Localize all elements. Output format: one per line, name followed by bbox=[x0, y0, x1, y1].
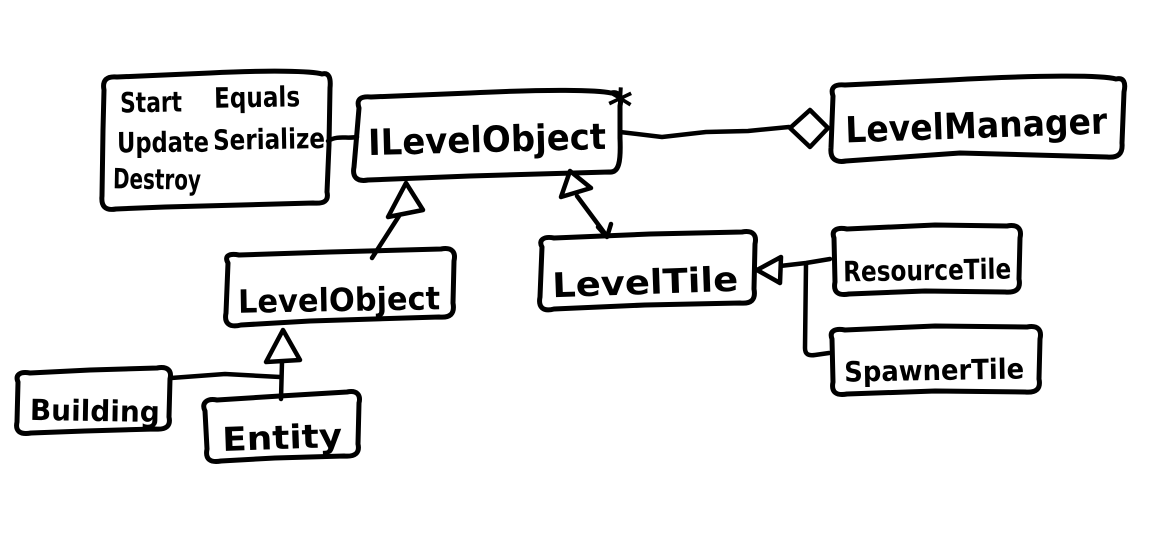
node-entity: Entity bbox=[201, 389, 362, 464]
node-levelobject: LevelObject bbox=[223, 246, 457, 329]
leveltile-box-outline bbox=[537, 229, 758, 313]
leveltile-label: LevelTile bbox=[552, 260, 739, 306]
method-label-update: Update bbox=[117, 126, 209, 160]
method-label-destroy: Destroy bbox=[113, 162, 202, 197]
building-label: Building bbox=[30, 393, 161, 429]
resourcetile-box-outline bbox=[830, 222, 1023, 297]
multiplicity-star: * bbox=[606, 78, 634, 135]
node-resourcetile: ResourceTile bbox=[830, 222, 1023, 297]
aggregation-line bbox=[617, 124, 792, 140]
node-leveltile: LevelTile bbox=[537, 229, 758, 313]
leveltile-inherit-triangle bbox=[754, 254, 784, 286]
levelobject-label: LevelObject bbox=[238, 279, 441, 321]
ilevelobject-box-outline bbox=[351, 87, 624, 183]
entity-label: Entity bbox=[222, 416, 343, 459]
node-building: Building bbox=[14, 365, 173, 436]
method-label-serialize: Serialize bbox=[213, 122, 326, 157]
node-interface-method-note: Start Equals Update Serialize Destroy bbox=[99, 68, 333, 212]
note-link-line bbox=[325, 134, 360, 144]
method-label-start: Start bbox=[120, 85, 183, 119]
node-levelmanager: LevelManager bbox=[828, 73, 1128, 164]
levelmanager-label: LevelManager bbox=[845, 101, 1108, 151]
levelobject-inherit-triangle bbox=[263, 327, 303, 365]
levelobject-realization-line bbox=[369, 213, 402, 261]
spawnertile-inherit-elbow bbox=[802, 261, 832, 358]
aggregation-diamond bbox=[787, 107, 831, 150]
method-note-box-outline bbox=[99, 68, 333, 212]
levelobject-box-outline bbox=[223, 246, 457, 329]
spawnertile-box-outline bbox=[828, 323, 1043, 397]
levelmanager-box-outline bbox=[828, 73, 1128, 164]
levelobject-realization-triangle bbox=[385, 180, 426, 220]
leveltile-realization-arrowhead bbox=[595, 221, 614, 240]
entity-inherit-line bbox=[278, 359, 285, 402]
node-spawnertile: SpawnerTile bbox=[828, 323, 1043, 397]
building-box-outline bbox=[14, 365, 173, 436]
node-ilevelobject: ILevelObject bbox=[351, 87, 624, 183]
entity-box-outline bbox=[201, 389, 362, 464]
method-label-equals: Equals bbox=[214, 80, 301, 114]
leveltile-realization-triangle bbox=[558, 168, 594, 200]
ilevelobject-label: ILevelObject bbox=[368, 117, 607, 164]
spawnertile-label: SpawnerTile bbox=[844, 352, 1025, 388]
building-inherit-line bbox=[168, 371, 283, 381]
resourcetile-label: ResourceTile bbox=[843, 253, 1012, 289]
